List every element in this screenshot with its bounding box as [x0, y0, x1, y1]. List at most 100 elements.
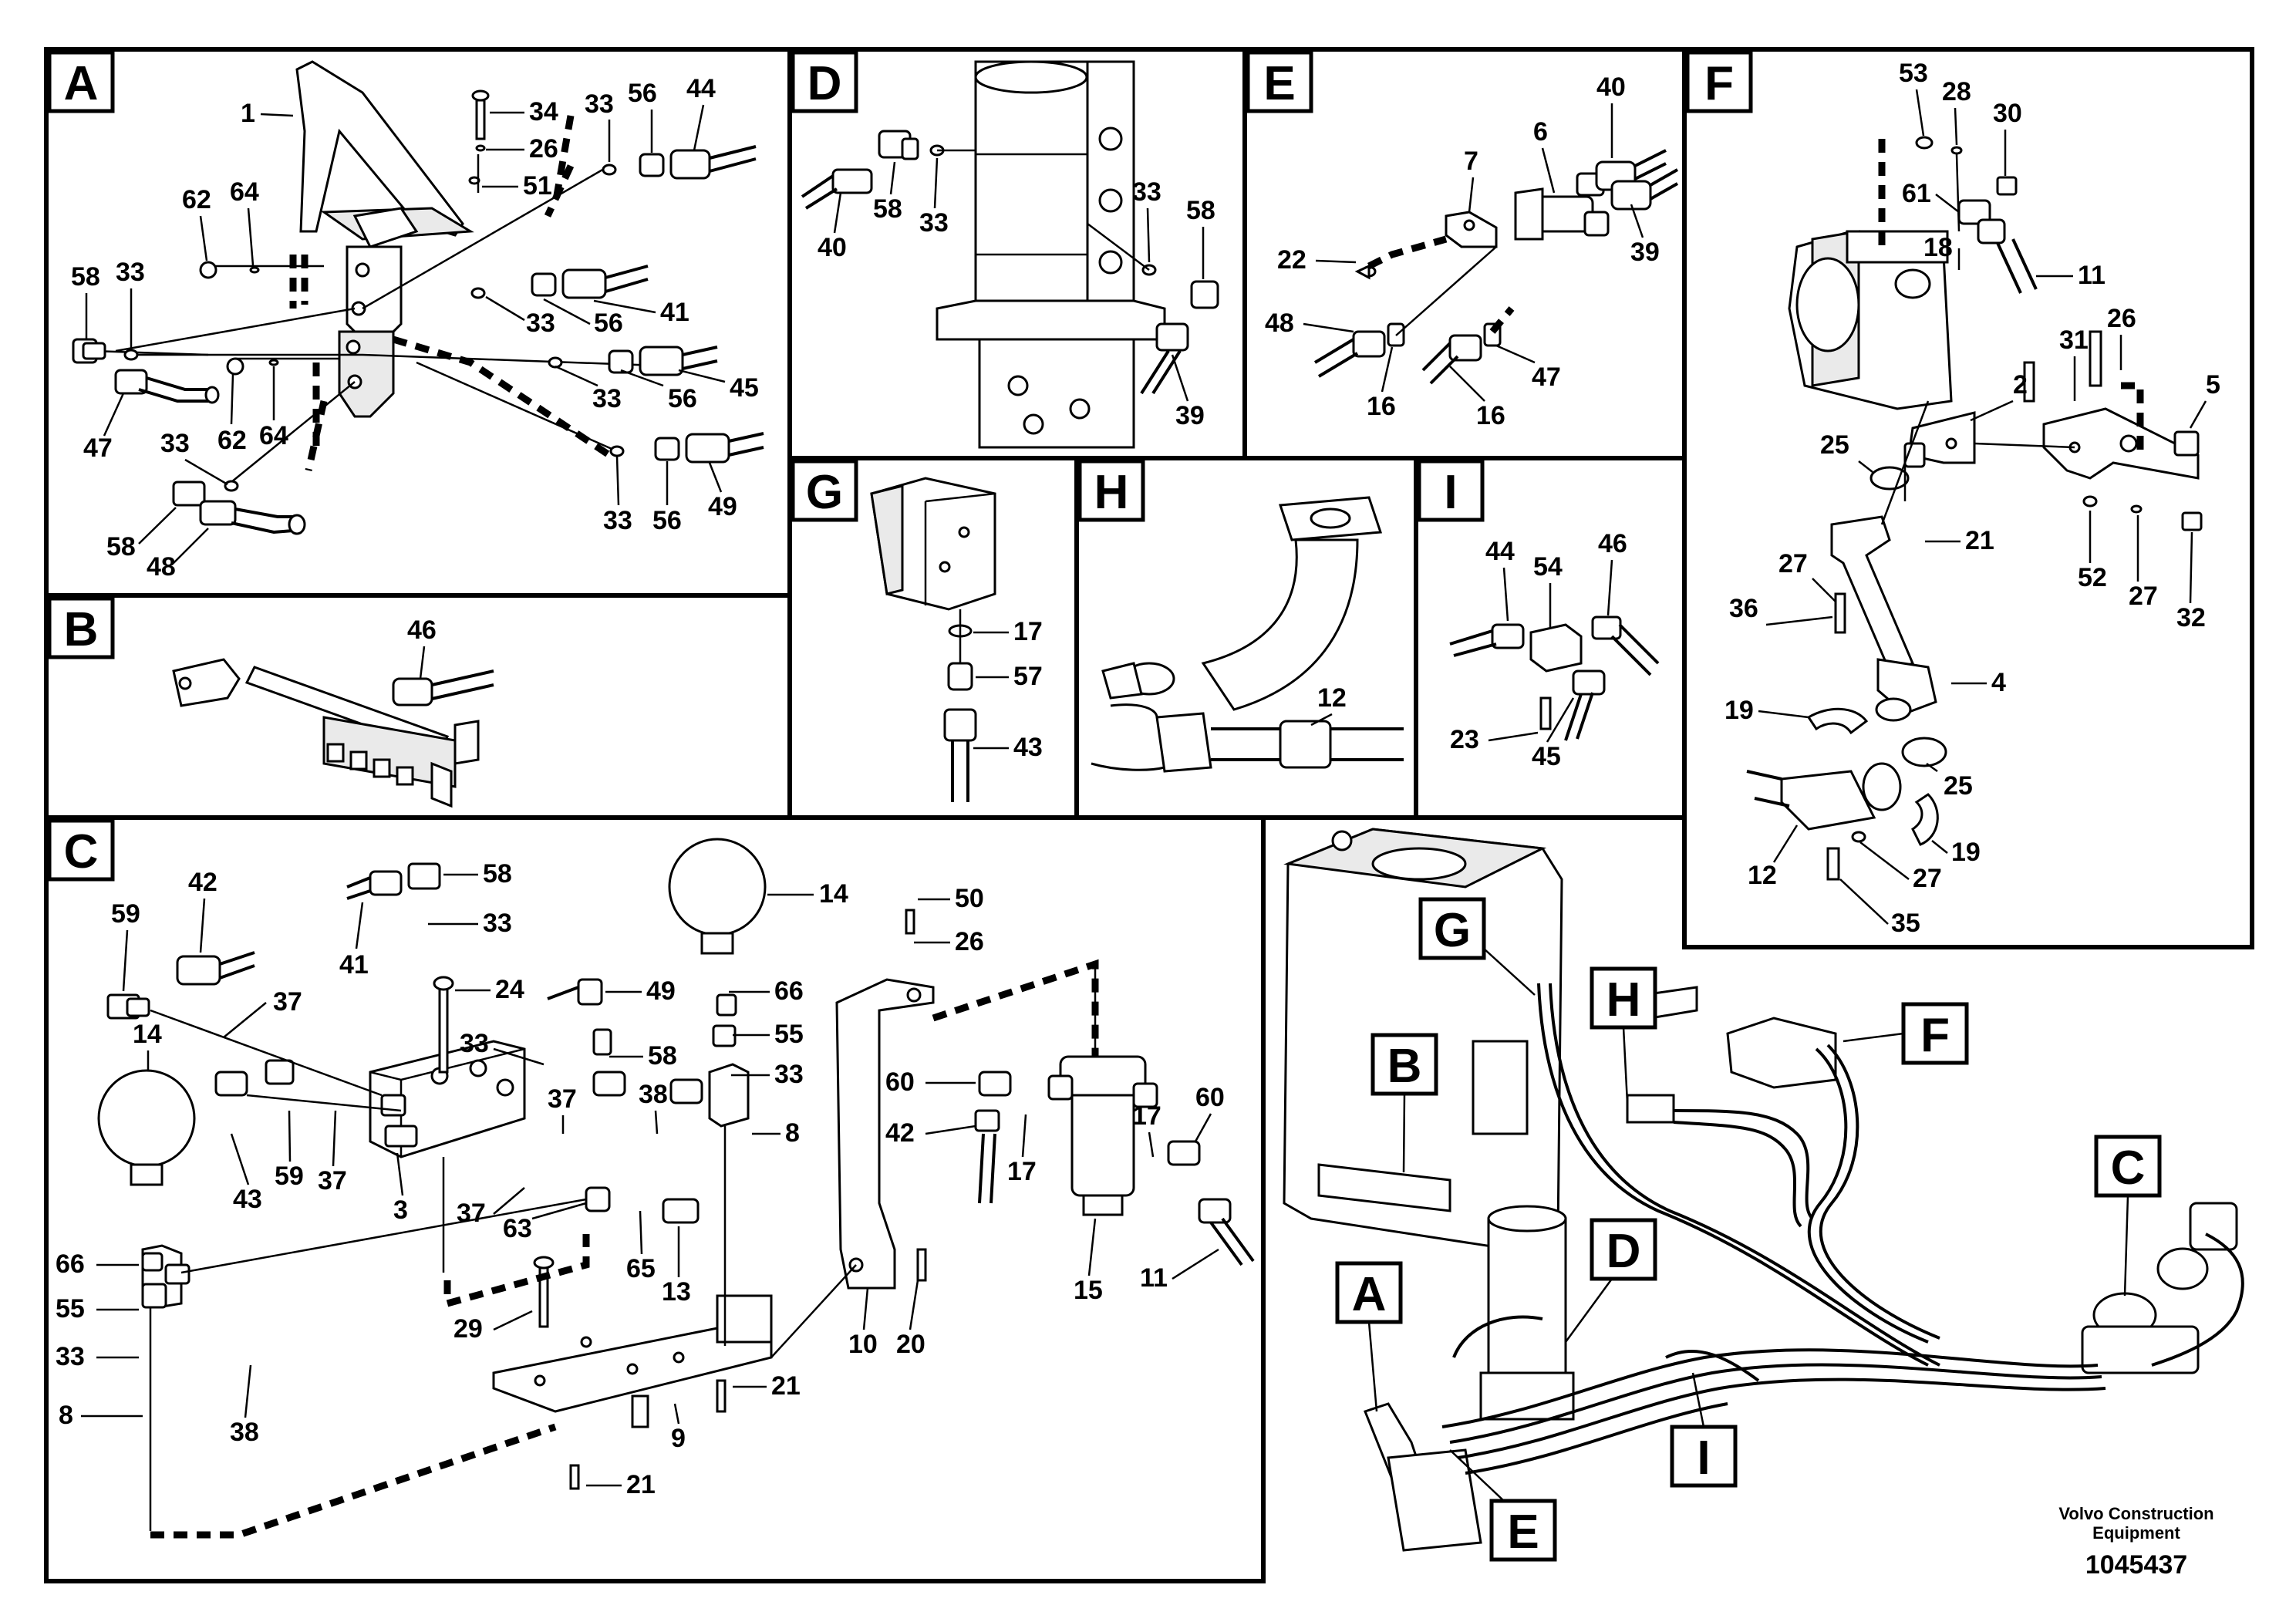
num-d-58-r: 58: [1186, 196, 1215, 225]
num-a-56-mid: 56: [594, 309, 623, 338]
num-c-37-mid: 37: [318, 1166, 347, 1195]
num-d-33-l: 33: [919, 208, 949, 238]
num-c-60-l: 60: [885, 1067, 915, 1097]
num-h-12: 12: [1317, 683, 1347, 713]
panel-f-frame: [1682, 47, 2254, 949]
svg-text:A: A: [1352, 1268, 1387, 1321]
overview-callout-g: G: [1418, 897, 1536, 996]
num-c-26: 26: [955, 927, 984, 956]
svg-text:E: E: [1507, 1506, 1539, 1559]
num-f-31: 31: [2059, 325, 2089, 355]
num-e-16-r: 47: [1532, 363, 1561, 392]
svg-text:C: C: [64, 825, 99, 878]
num-c-11: 11: [1140, 1263, 1168, 1293]
num-a-1: 1: [241, 99, 255, 128]
num-c-59-mid: 59: [275, 1162, 304, 1191]
num-e-48: 48: [1265, 309, 1294, 338]
num-c-65: 65: [626, 1254, 656, 1283]
panel-label-d: D: [791, 50, 858, 113]
num-c-14-left: 14: [133, 1020, 162, 1049]
num-g-17: 17: [1013, 617, 1043, 646]
num-g-57: 57: [1013, 662, 1043, 691]
num-e-6: 6: [1533, 117, 1548, 147]
panel-h-drawing: 12: [1091, 496, 1404, 773]
panel-label-f: F: [1685, 50, 1753, 113]
svg-text:G: G: [1434, 904, 1471, 957]
num-a-33-low: 33: [592, 384, 622, 413]
svg-text:F: F: [1704, 57, 1734, 110]
num-f-12: 12: [1748, 861, 1777, 890]
num-c-55-low: 55: [56, 1294, 85, 1324]
panel-label-g: G: [791, 459, 858, 522]
num-a-56-low: 56: [668, 384, 697, 413]
svg-text:F: F: [1920, 1009, 1950, 1062]
overview-callout-e: E: [1449, 1449, 1557, 1562]
num-c-66-top: 66: [774, 976, 804, 1006]
num-f-25-top: 25: [1820, 430, 1849, 460]
num-a-33-br: 33: [603, 506, 632, 535]
num-f-52: 52: [2078, 563, 2107, 592]
num-f-5: 5: [2206, 370, 2220, 400]
num-i-54: 54: [1533, 552, 1563, 582]
num-d-33-r: 33: [1132, 177, 1161, 207]
panel-label-a: A: [47, 50, 115, 113]
num-f-2: 2: [2013, 370, 2028, 400]
num-c-41: 41: [339, 950, 369, 980]
overview-callout-i: I: [1670, 1372, 1738, 1488]
num-f-30: 30: [1993, 99, 2022, 128]
panel-label-b: B: [47, 596, 115, 659]
num-c-24: 24: [495, 975, 524, 1004]
num-a-33-left: 33: [116, 258, 145, 287]
num-f-53: 53: [1899, 59, 1928, 88]
panel-label-h: H: [1077, 459, 1145, 522]
num-f-25-low: 25: [1944, 771, 1973, 801]
panel-c-drawing: 42 59 58 33 14 37 41 24 49 66 50 26 14 3…: [56, 838, 1255, 1539]
num-c-42-r: 42: [885, 1118, 915, 1148]
num-c-33-mid: 33: [460, 1029, 489, 1058]
num-c-50: 50: [955, 884, 984, 913]
num-a-64-top: 64: [230, 177, 259, 207]
num-a-62-mid: 62: [217, 426, 247, 455]
panel-c-frame: [44, 815, 1266, 1583]
num-a-44: 44: [686, 74, 716, 103]
num-a-41: 41: [660, 298, 689, 327]
num-f-26: 26: [2107, 304, 2136, 333]
num-c-59-top: 59: [111, 899, 140, 929]
num-a-56-br: 56: [652, 506, 682, 535]
num-c-60-r: 60: [1195, 1083, 1225, 1112]
num-a-62-top: 62: [182, 185, 211, 214]
overview-callout-a: A: [1335, 1261, 1403, 1412]
num-f-19-r: 19: [1951, 838, 1981, 867]
num-f-27-l: 27: [1778, 549, 1808, 578]
num-c-15: 15: [1074, 1276, 1103, 1305]
num-a-58-top: 58: [71, 262, 100, 292]
panel-d-drawing: 40 58 33 33 58 39: [801, 60, 1219, 449]
num-e-7: 7: [1464, 147, 1478, 176]
num-c-55-top: 55: [774, 1020, 804, 1049]
num-f-18: 18: [1923, 233, 1953, 262]
num-f-28: 28: [1942, 77, 1971, 106]
num-c-66-low: 66: [56, 1249, 85, 1279]
svg-text:G: G: [806, 466, 843, 519]
num-c-17-r: 17: [1132, 1101, 1161, 1131]
num-g-43: 43: [1013, 733, 1043, 762]
panel-i-drawing: 44 54 46 23 45: [1449, 529, 1660, 771]
svg-text:A: A: [64, 57, 99, 110]
num-b-46: 46: [407, 615, 437, 645]
svg-text:B: B: [64, 603, 99, 656]
num-c-21-r: 21: [771, 1371, 801, 1401]
num-c-8-low: 8: [59, 1401, 73, 1430]
num-a-26: 26: [529, 134, 558, 164]
num-c-21-low: 21: [626, 1470, 656, 1499]
num-c-14-top: 14: [819, 879, 848, 909]
panel-f-drawing: 53 28 30 61 18 11 31 26 2 5 25 21 27 36 …: [1725, 59, 2220, 938]
overview-callout-c: C: [2094, 1135, 2162, 1297]
num-a-33-mid: 33: [526, 309, 555, 338]
drawing-number: 1045437: [2085, 1550, 2187, 1580]
num-i-46: 46: [1598, 529, 1627, 558]
num-a-48: 48: [147, 552, 176, 582]
num-f-19-l: 19: [1725, 696, 1754, 725]
num-c-13: 13: [662, 1277, 691, 1307]
num-a-56-top: 56: [628, 79, 657, 108]
num-a-45: 45: [730, 373, 759, 403]
